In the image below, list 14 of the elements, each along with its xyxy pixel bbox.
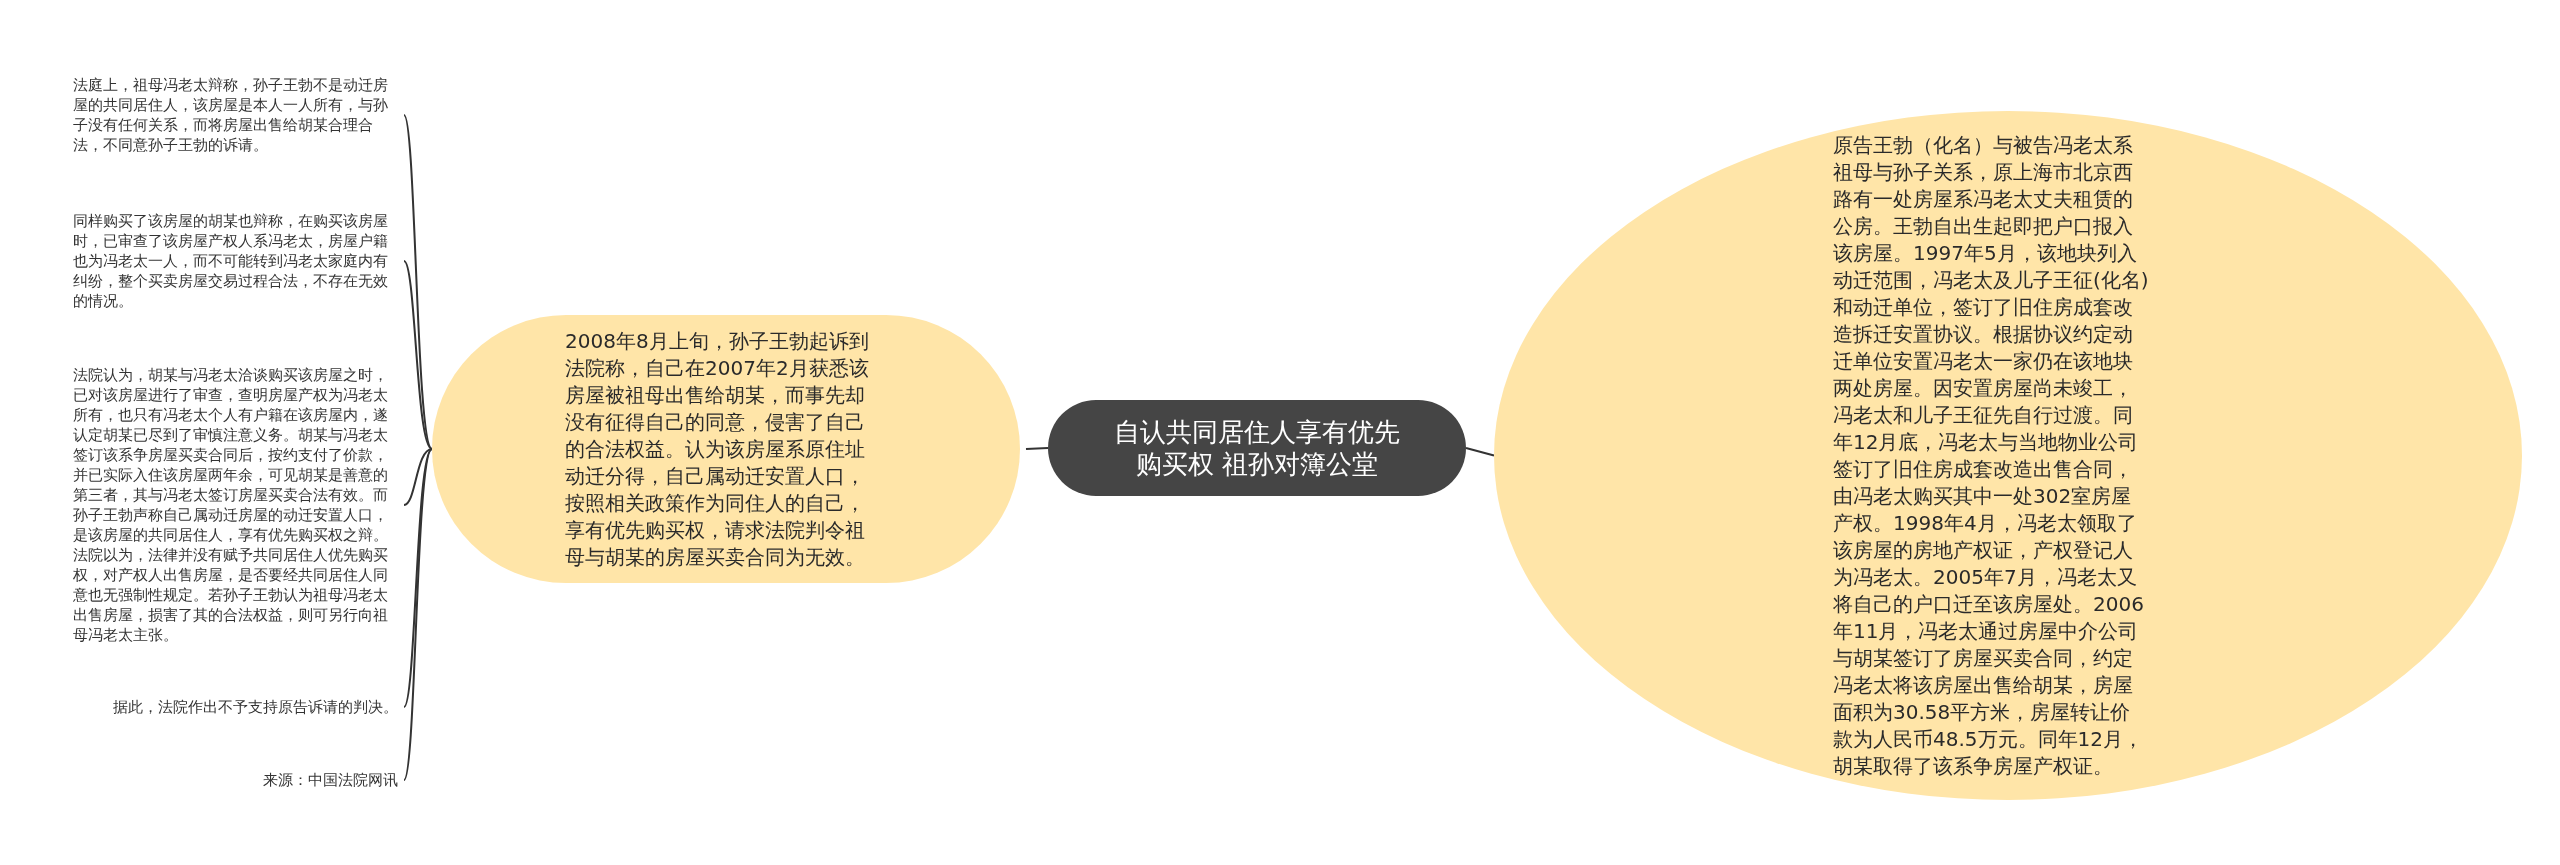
branch-text: 2008年8月上旬，孙子王勃起诉到法院称，自己在2007年2月获悉该房屋被祖母出售给胡某，而事先却没有征得自己的同意，侵害了自己的合法权益。认为该房屋系原住址动迁分得，自己属动迁安置人口，按照相关政策作为同住人的自己，享有优先购买权，请求法院判令祖母与胡某的房屋买卖合同为无效。: [565, 327, 870, 571]
connector-line: [1465, 447, 1495, 457]
note-text: 来源：中国法院网讯: [73, 770, 398, 790]
note-text: 据此，法院作出不予支持原告诉请的判决。: [73, 697, 398, 717]
note-text: 法庭上，祖母冯老太辩称，孙子王勃不是动迁房屋的共同居住人，该房屋是本人一人所有，与孙子没有任何关系，而将房屋出售给胡某合理合法，不同意孙子王勃的诉请。: [73, 75, 398, 155]
connector-line: [403, 114, 433, 450]
connector-line: [403, 260, 433, 450]
connector-line: [403, 448, 433, 506]
note-text: 法院认为，胡某与冯老太洽谈购买该房屋之时，已对该房屋进行了审查，查明房屋产权为冯老太所有，也只有冯老太个人有户籍在该房屋内，遂认定胡某已尽到了审慎注意义务。胡某与冯老太签订该系争房屋买卖合同后，按约支付了价款，并已实际入住该房屋两年余，可见胡某是善意的第三者，其与冯老太签订房屋买卖合法有效。而孙子王勃声称自己属动迁房屋的动迁安置人口，是该房屋的共同居住人，享有优先购买权之辩。法院以为，法律并没有赋予共同居住人优先购买权，对产权人出售房屋，是否要经共同居住人同意也无强制性规定。若孙子王勃认为祖母冯老太出售房屋，损害了其的合法权益，则可另行向祖母冯老太主张。: [73, 365, 398, 645]
branch-text: 原告王勃（化名）与被告冯老太系祖母与孙子关系，原上海市北京西路有一处房屋系冯老太丈夫租赁的公房。王勃自出生起即把户口报入该房屋。1997年5月，该地块列入动迁范围，冯老太及儿子王征(化名)和动迁单位，签订了旧住房成套改造拆迁安置协议。根据协议约定动迁单位安置冯老太一家仍在该地块两处房屋。因安置房屋尚未竣工，冯老太和儿子王征先自行过渡。同年12月底，冯老太与当地物业公司签订了旧住房成套改造出售合同，由冯老太购买其中一处302室房屋产权。1998年4月，冯老太领取了该房屋的房地产权证，产权登记人为冯老太。2005年7月，冯老太又将自己的户口迁至该房屋处。2006年11月，冯老太通过房屋中介公司与胡某签订了房屋买卖合同，约定冯老太将该房屋出售给胡某，房屋面积为30.58平方米，房屋转让价款为人民币48.5万元。同年12月，胡某取得了该系争房屋产权证。: [1833, 131, 2149, 780]
connector-line: [403, 448, 433, 781]
connector-line: [1025, 447, 1049, 450]
note-text: 同样购买了该房屋的胡某也辩称，在购买该房屋时，已审查了该房屋产权人系冯老太，房屋户籍也为冯老太一人，而不可能转到冯老太家庭内有纠纷，整个买卖房屋交易过程合法，不存在无效的情况。: [73, 211, 398, 311]
topic-title: 自认共同居住人享有优先购买权 祖孙对簿公堂: [1113, 416, 1401, 480]
